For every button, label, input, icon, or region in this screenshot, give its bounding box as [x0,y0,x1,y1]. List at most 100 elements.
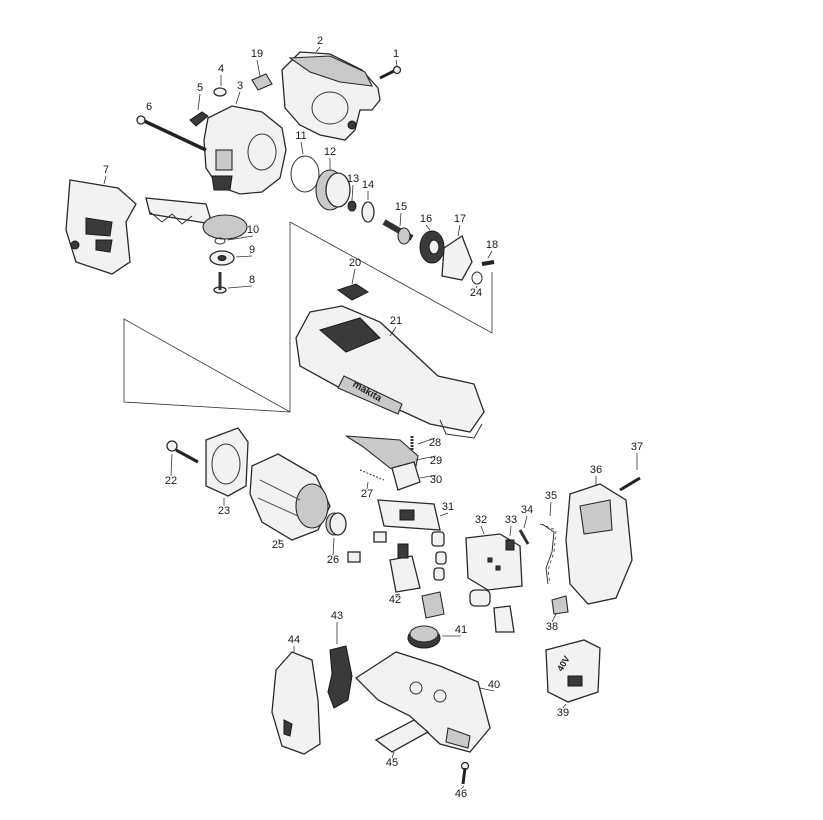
part-17-plate [441,235,473,281]
part-23-fan-baffle [205,427,249,497]
part-label-41: 41 [455,624,467,636]
part-5-clip [189,111,209,127]
part-label-24: 24 [470,287,482,299]
reference-lines [123,221,493,413]
part-label-42: 42 [389,594,401,606]
leader-line-3 [235,91,241,105]
part-label-36: 36 [590,464,602,476]
part-label-25: 25 [272,539,284,551]
part-label-46: 46 [455,788,467,800]
part-43-rubber-strip [327,645,353,709]
part-12-bearing-housing [315,169,351,211]
part-label-31: 31 [442,501,454,513]
leader-line-29 [415,455,437,461]
leader-line-35 [549,501,552,517]
terminal-clip [493,605,515,633]
connector-block [421,591,445,619]
leader-line-34 [523,515,528,529]
part-label-5: 5 [197,82,203,94]
part-label-27: 27 [361,488,373,500]
part-31-switch-holder [377,499,441,531]
part-label-1: 1 [393,48,399,60]
part-20-switch-cap [336,283,369,301]
part-13-ring [347,200,357,212]
leader-line-39 [562,703,567,709]
clamp-flange [202,214,248,240]
leader-line-2 [315,46,321,53]
part-10-washer [214,237,226,245]
part-label-16: 16 [420,213,432,225]
small-parts-switch [347,531,387,563]
part-8-bolt [213,272,227,294]
part-label-13: 13 [347,173,359,185]
capacitors [431,531,447,581]
leader-line-46 [460,785,465,790]
part-34-pin [518,529,530,545]
part-label-20: 20 [349,257,361,269]
leader-line-33 [509,525,512,537]
leader-line-1 [395,59,398,67]
leader-line-30 [419,474,437,479]
leader-line-22 [170,453,173,477]
part-label-35: 35 [545,490,557,502]
part-label-3: 3 [237,80,243,92]
part-label-39: 39 [557,707,569,719]
leader-line-26 [332,537,335,556]
part-label-34: 34 [521,504,533,516]
leader-line-5 [197,93,201,111]
part-label-40: 40 [488,679,500,691]
cylinder-part [469,589,491,607]
leader-line-17 [457,224,461,237]
part-label-10: 10 [247,224,259,236]
part-label-21: 21 [390,315,402,327]
part-15-spindle [382,219,414,245]
part-41-dial [407,625,441,649]
part-label-15: 15 [395,201,407,213]
part-label-26: 26 [327,554,339,566]
blade-accessory [145,197,213,225]
part-39-battery-terminal: 40V [545,639,601,703]
part-3-gear-housing [203,105,287,195]
leader-line-31 [439,512,449,517]
part-label-6: 6 [146,101,152,113]
part-1-screw [379,65,402,80]
part-40-base-housing [354,651,491,753]
part-label-43: 43 [331,610,343,622]
leader-line-9 [235,255,253,258]
part-2-front-cover [281,51,381,141]
leader-line-20 [351,268,356,285]
leader-line-8 [227,285,253,289]
part-44-grip-cover [271,651,321,755]
leader-line-15 [399,212,402,227]
part-label-4: 4 [218,63,224,75]
part-label-37: 37 [631,441,643,453]
part-label-12: 12 [324,146,336,158]
leader-line-21 [389,326,397,337]
part-6-bolt [136,115,207,152]
part-label-18: 18 [486,239,498,251]
leader-line-38 [551,613,557,623]
part-label-38: 38 [546,621,558,633]
part-38-clip [551,595,569,615]
part-7-front-grip [65,179,137,275]
part-label-45: 45 [386,757,398,769]
part-label-29: 29 [430,455,442,467]
part-21-motor-housing: makita [295,305,485,439]
part-14-washer [361,201,375,223]
part-36-rear-cover [565,483,633,605]
part-27-spring [359,469,385,481]
part-33-led [505,539,515,551]
part-label-30: 30 [430,474,442,486]
part-37-screw [619,476,641,492]
leader-line-19 [256,59,261,77]
leader-line-13 [351,184,354,201]
part-30-slide [391,461,421,491]
part-label-33: 33 [505,514,517,526]
part-24-o-ring [471,271,483,285]
leader-line-7 [103,175,107,185]
leader-line-18 [487,250,493,259]
part-16-bearing [419,230,445,264]
part-11-o-ring [290,155,320,193]
